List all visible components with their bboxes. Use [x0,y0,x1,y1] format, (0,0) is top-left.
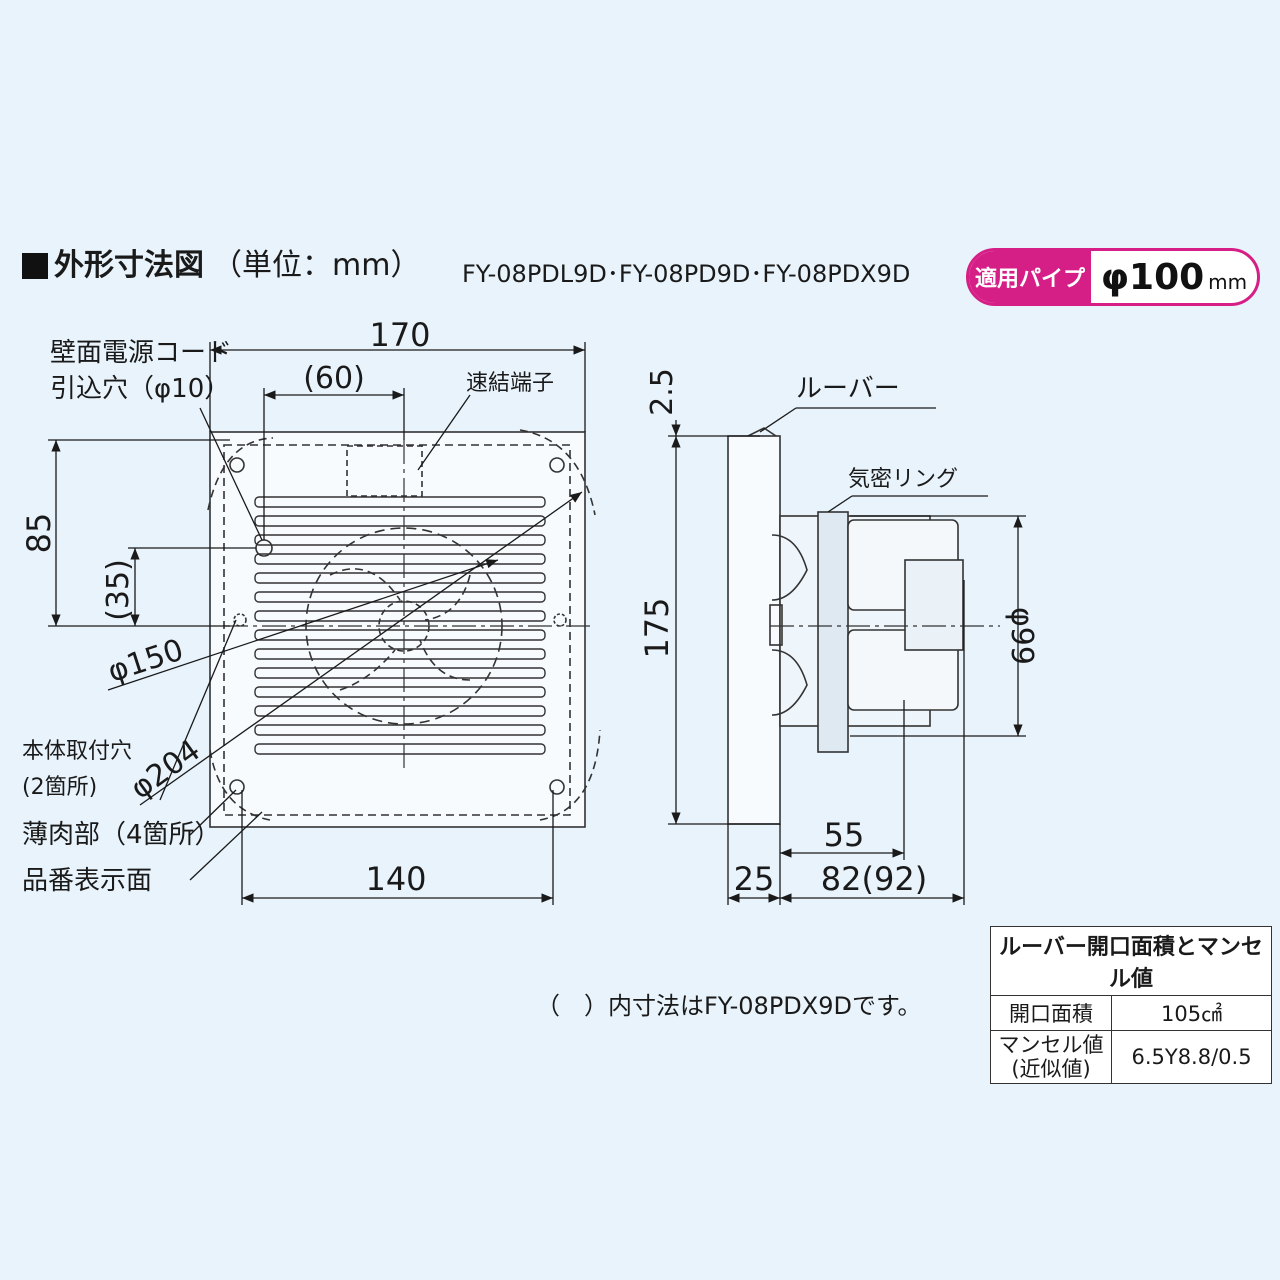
louver-tab [747,427,777,437]
callout-quick-terminal: 速結端子 [466,371,555,396]
dim-55: 55 [824,816,865,854]
terminal-box [346,445,423,497]
dim-phi204: φ204 [124,733,207,807]
title-unit: （単位：mm） [212,248,421,283]
dim-175: 175 [638,597,676,658]
mount-hole [233,613,247,627]
pipe-badge-unit: mm [1208,270,1248,294]
spec-value-area: 105㎠ [1111,995,1272,1031]
dim-82: 82(92) [821,860,927,898]
pipe-badge-label: 適用パイプ [969,251,1091,303]
spec-label-area: 開口面積 [989,995,1113,1031]
dim-35: (35) [101,559,136,621]
dim-25: 25 [734,860,775,898]
model-numbers: FY-08PDL9D･FY-08PD9D･FY-08PDX9D [462,260,911,288]
title-heading: 外形寸法図 [54,248,204,283]
dim-phi99: φ99 [1004,607,1039,665]
spec-label-munsell: マンセル値 (近似値) [989,1030,1113,1084]
footnote: （ ）内寸法はFY-08PDX9Dです。 [536,992,922,1020]
callout-mount-hole-1: 本体取付穴 [22,739,133,764]
callout-louver: ルーバー [796,374,900,404]
callout-airtight-ring: 気密リング [848,467,959,492]
front-view [207,429,601,828]
pipe-badge: 適用パイプ φ100 mm [966,248,1260,306]
callout-mount-hole-2: (2箇所) [22,775,98,800]
callout-power-cord-1: 壁面電源コード [50,338,233,368]
title-square-icon [22,253,48,279]
side-panel [727,435,781,825]
dim-170: 170 [369,316,430,354]
table-row: マンセル値 (近似値) 6.5Y8.8/0.5 [989,1030,1272,1084]
airtight-ring-shape [817,511,849,753]
pipe-badge-value-box: φ100 mm [1091,251,1257,303]
table-row: 開口面積 105㎠ [989,995,1272,1031]
callout-power-cord-2: 引込穴（φ10） [50,374,231,404]
spec-value-munsell: 6.5Y8.8/0.5 [1111,1030,1272,1084]
side-dimensions [668,407,1026,905]
spec-table-header: ルーバー開口面積とマンセル値 [990,926,1272,996]
callout-thin-part: 薄肉部（4箇所） [22,820,221,850]
dim-140: 140 [365,860,426,898]
dim-85: 85 [20,513,58,554]
thin-part-hole [229,457,245,473]
callout-model-face: 品番表示面 [22,866,153,896]
dim-60: (60) [303,361,365,396]
body-outline-dashed [223,444,571,816]
side-view [727,427,1000,825]
page-title: 外形寸法図 （単位：mm） [22,246,420,286]
louver-spec-table: ルーバー開口面積とマンセル値 開口面積 105㎠ マンセル値 (近似値) 6.5… [989,926,1272,1084]
dim-phi150: φ150 [104,633,188,690]
dim-2-5: 2.5 [645,368,680,416]
front-dimensions [48,342,586,905]
pipe-badge-value: φ100 [1100,257,1205,298]
